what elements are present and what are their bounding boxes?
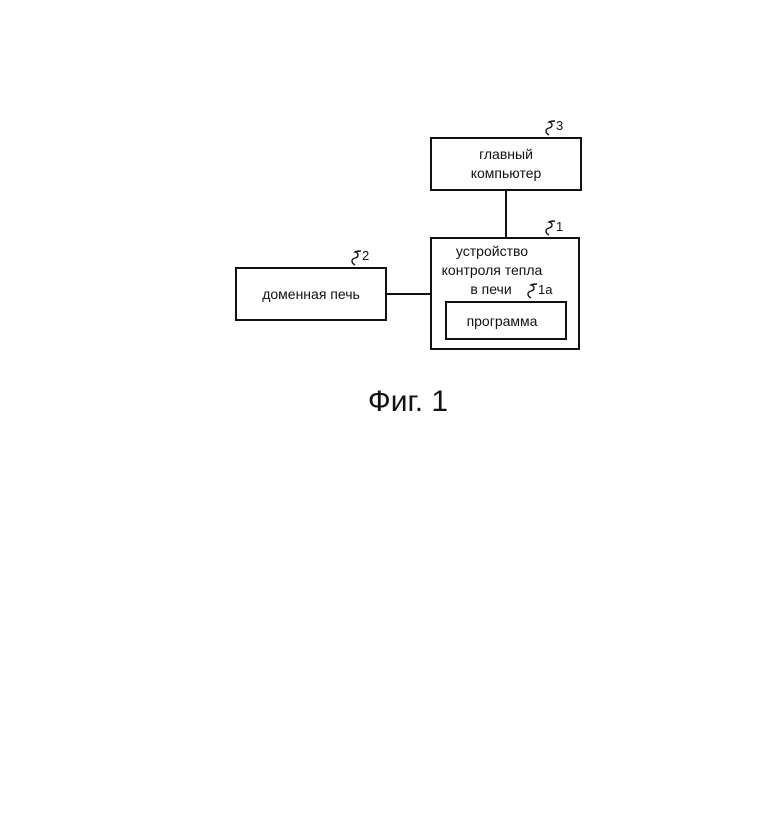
figure-caption: Фиг. 1 bbox=[368, 385, 448, 418]
main-computer-label-line-1: главный bbox=[479, 146, 533, 162]
heat-control-device-label-line-3: в печи bbox=[470, 281, 511, 297]
main-computer-leader-line bbox=[546, 121, 555, 135]
node-blast-furnace: доменная печь 2 bbox=[236, 248, 386, 320]
heat-control-device-leader-line bbox=[546, 221, 555, 235]
heat-control-device-label-line-1: устройство bbox=[456, 243, 528, 259]
blast-furnace-label: доменная печь bbox=[262, 286, 360, 302]
main-computer-ref-numeral: 3 bbox=[556, 118, 563, 133]
blast-furnace-ref-numeral: 2 bbox=[362, 248, 369, 263]
heat-control-device-ref-numeral: 1 bbox=[556, 219, 563, 234]
blast-furnace-leader-line bbox=[352, 251, 361, 265]
heat-control-device-label-line-2: контроля тепла bbox=[442, 262, 543, 278]
node-main-computer: главный компьютер 3 bbox=[431, 118, 581, 190]
program-ref-numeral: 1a bbox=[538, 282, 553, 297]
program-label: программа bbox=[467, 313, 538, 329]
main-computer-label-line-2: компьютер bbox=[471, 165, 542, 181]
